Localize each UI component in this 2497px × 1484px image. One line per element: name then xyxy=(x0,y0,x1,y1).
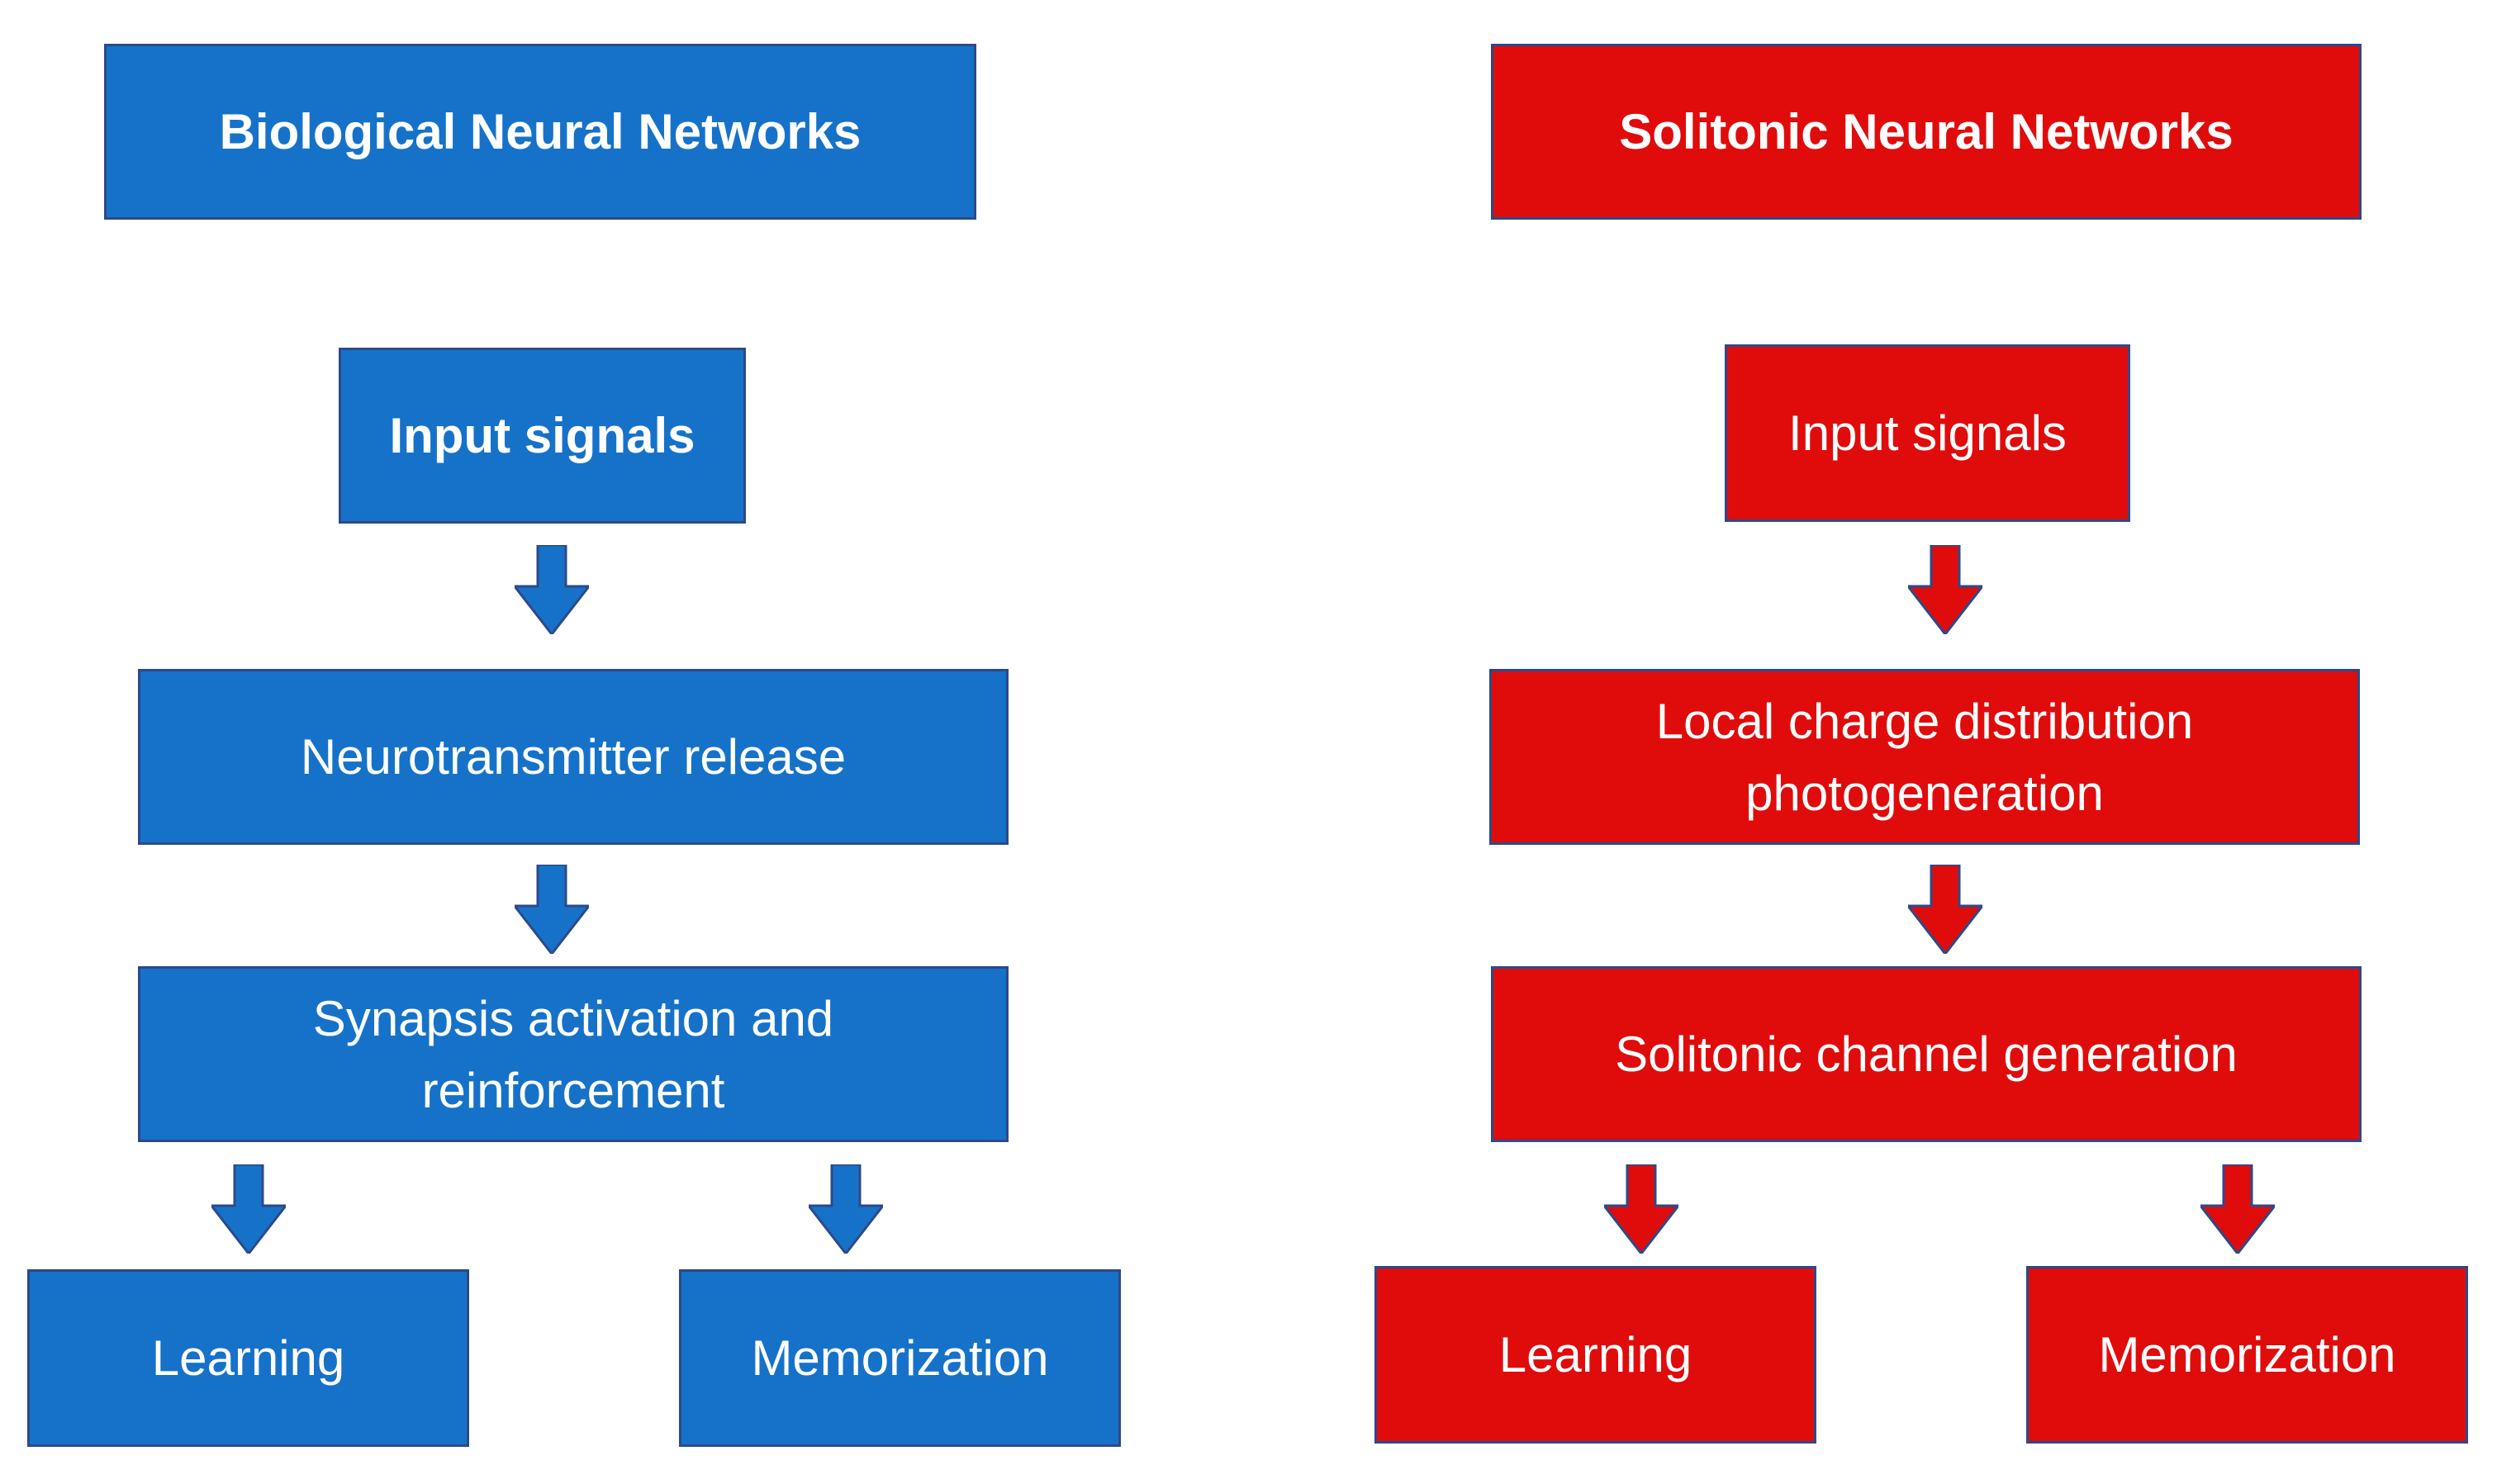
sol-learning-box: Learning xyxy=(1374,1266,1816,1444)
bio-memorization-box: Memorization xyxy=(679,1269,1121,1447)
sol-step1-box: Local charge distribution photogeneratio… xyxy=(1489,669,2360,845)
bio-arrow-2 xyxy=(515,865,589,954)
bio-arrow-memorization xyxy=(809,1164,883,1254)
bio-step2-line1: Synapsis activation and xyxy=(312,990,834,1046)
sol-input-box: Input signals xyxy=(1725,344,2130,522)
bio-learning-label: Learning xyxy=(151,1330,345,1386)
sol-memorization-label: Memorization xyxy=(2098,1327,2396,1382)
bio-step2-box: Synapsis activation and reinforcement xyxy=(138,966,1009,1142)
sol-step2-label: Solitonic channel generation xyxy=(1615,1026,2238,1082)
bio-learning-box: Learning xyxy=(27,1269,469,1447)
bio-step2-line2: reinforcement xyxy=(421,1062,725,1118)
bio-step1-label: Neurotransmitter release xyxy=(300,729,847,785)
sol-memorization-box: Memorization xyxy=(2026,1266,2468,1444)
bio-title: Biological Neural Networks xyxy=(219,104,862,159)
bio-title-box: Biological Neural Networks xyxy=(104,44,976,220)
bio-memorization-label: Memorization xyxy=(751,1330,1049,1386)
sol-step2-box: Solitonic channel generation xyxy=(1491,966,2362,1142)
bio-arrow-learning xyxy=(211,1164,286,1254)
sol-input-label: Input signals xyxy=(1788,405,2067,461)
sol-arrow-learning xyxy=(1604,1164,1678,1254)
sol-arrow-memorization xyxy=(2200,1164,2275,1254)
bio-input-box: Input signals xyxy=(339,348,746,524)
sol-step1-line1: Local charge distribution xyxy=(1655,693,2194,749)
bio-input-label: Input signals xyxy=(389,408,695,463)
sol-step1-line2: photogeneration xyxy=(1745,765,2104,821)
sol-learning-label: Learning xyxy=(1498,1327,1692,1382)
sol-title: Solitonic Neural Networks xyxy=(1619,104,2234,159)
sol-arrow-1 xyxy=(1908,545,1982,634)
bio-arrow-1 xyxy=(515,545,589,634)
sol-arrow-2 xyxy=(1908,865,1982,954)
bio-step1-box: Neurotransmitter release xyxy=(138,669,1009,845)
sol-title-box: Solitonic Neural Networks xyxy=(1491,44,2362,220)
